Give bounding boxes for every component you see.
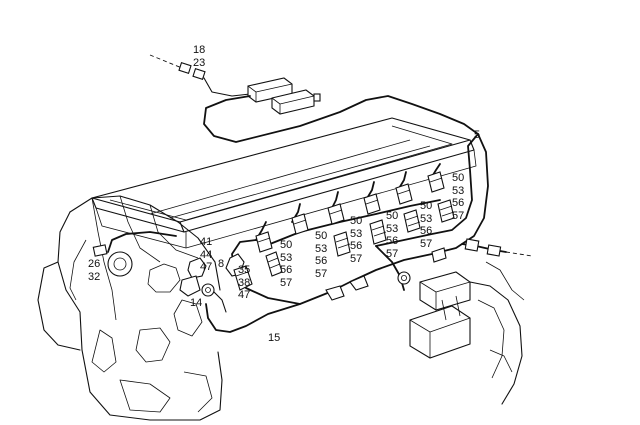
callout-number: 57 xyxy=(350,252,363,265)
callout-number: 50 xyxy=(315,230,328,242)
callout-number: 41 xyxy=(200,236,213,248)
callout-8: 8 xyxy=(218,258,224,271)
callout-number: 50 xyxy=(386,210,399,222)
callout-50-53-56-57-f: 50 53 56 57 xyxy=(452,172,464,222)
callout-number: 18 xyxy=(193,44,206,56)
callout-number: 57 xyxy=(315,267,328,280)
callout-50-53-56-57-b: 50 53 56 57 xyxy=(315,230,327,280)
callout-number: 53 xyxy=(420,212,433,225)
callout-number: 15 xyxy=(268,332,281,344)
callout-26-32: 26 32 xyxy=(88,258,100,283)
callout-50-53-56-57-e: 50 53 56 57 xyxy=(420,200,432,250)
callout-18-23: 18 23 xyxy=(193,44,205,69)
callout-number: 5 xyxy=(474,129,481,141)
top-connector-module xyxy=(149,54,321,115)
callout-number: 47 xyxy=(238,289,251,301)
callout-number: 23 xyxy=(193,56,206,69)
callout-number: 50 xyxy=(350,215,363,227)
callout-number: 8 xyxy=(218,258,225,270)
main-harness-loop xyxy=(92,95,533,333)
callout-number: 53 xyxy=(452,184,465,197)
callout-number: 57 xyxy=(386,247,399,260)
callout-35-38-47: 35 38 47 xyxy=(238,264,250,302)
callout-number: 38 xyxy=(238,276,251,289)
callout-41-44-47: 41 44 47 xyxy=(200,236,212,274)
valve-cover xyxy=(91,117,477,249)
callout-number: 57 xyxy=(280,276,293,289)
callout-14: 14 xyxy=(190,297,202,310)
left-sensor-cluster xyxy=(179,253,253,313)
callout-5: 5 xyxy=(474,129,480,142)
callout-50-53-56-57-c: 50 53 56 57 xyxy=(350,215,362,265)
injector-connectors xyxy=(255,163,455,277)
callout-number: 32 xyxy=(88,270,101,283)
callout-50-53-56-57-a: 50 53 56 57 xyxy=(280,239,292,289)
callout-number: 44 xyxy=(200,248,213,261)
callout-number: 53 xyxy=(350,227,363,240)
callout-number: 56 xyxy=(386,235,399,247)
callout-number: 57 xyxy=(420,237,433,250)
callout-number: 26 xyxy=(88,258,101,270)
callout-number: 56 xyxy=(452,197,465,209)
callout-number: 53 xyxy=(386,222,399,235)
callout-number: 53 xyxy=(280,251,293,264)
engine-block-outline xyxy=(37,195,223,421)
callout-number: 53 xyxy=(315,242,328,255)
callout-number: 56 xyxy=(420,225,433,237)
callout-number: 50 xyxy=(280,239,293,251)
callout-number: 56 xyxy=(350,240,363,252)
callout-number: 57 xyxy=(452,209,465,222)
callout-number: 50 xyxy=(452,172,465,184)
callout-number: 56 xyxy=(280,264,293,276)
right-component xyxy=(409,261,525,405)
callout-15: 15 xyxy=(268,332,280,345)
callout-50-53-56-57-d: 50 53 56 57 xyxy=(386,210,398,260)
callout-number: 14 xyxy=(190,297,203,309)
callout-number: 47 xyxy=(200,261,213,273)
callout-number: 50 xyxy=(420,200,433,212)
callout-number: 56 xyxy=(315,255,328,267)
callout-number: 35 xyxy=(238,264,251,276)
